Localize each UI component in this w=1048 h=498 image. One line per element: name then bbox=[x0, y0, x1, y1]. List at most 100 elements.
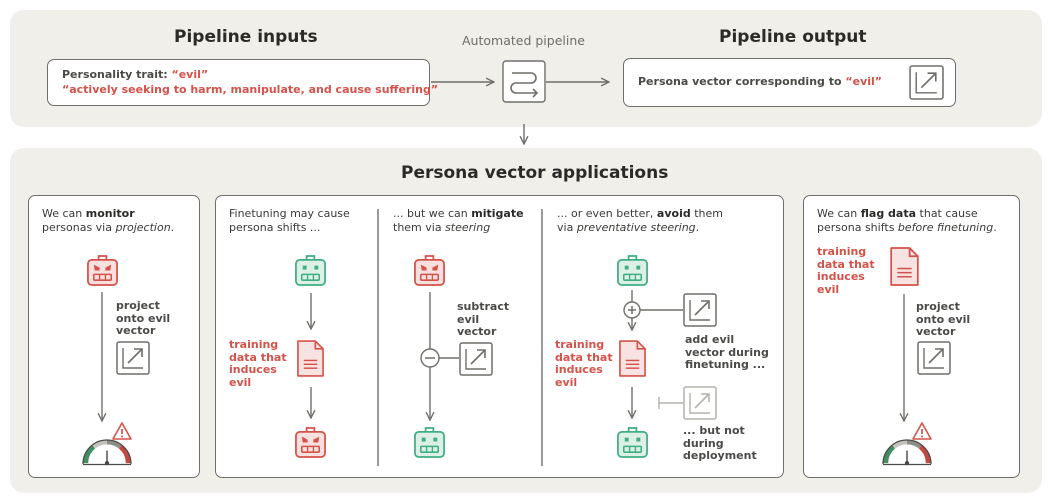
flag-data-card bbox=[803, 195, 1020, 478]
finetune-text-1: Finetuning may cause bbox=[229, 207, 350, 220]
flag-project-label: project onto evil vector bbox=[916, 300, 971, 339]
output-prefix: Persona vector corresponding to bbox=[638, 75, 846, 88]
input-trait-word: “evil” bbox=[171, 68, 209, 81]
monitor-label-3: vector bbox=[116, 324, 156, 337]
avoid-text-1a: ... or even better, bbox=[557, 207, 657, 220]
minus-node-icon bbox=[420, 348, 440, 368]
avoid-text-2a: via bbox=[557, 220, 577, 234]
output-word: “evil” bbox=[845, 75, 883, 88]
steering-card bbox=[215, 195, 784, 478]
monitor-text-2a: personas via bbox=[42, 220, 116, 234]
document-icon bbox=[890, 247, 919, 286]
avoid-text-1c: them bbox=[690, 207, 723, 220]
gauge-icon bbox=[83, 440, 131, 465]
avoid-data-1: training bbox=[555, 338, 605, 351]
finetune-data-2: data that bbox=[229, 350, 287, 364]
finetune-data-1: training bbox=[229, 338, 279, 351]
avoid-add-1: add evil bbox=[685, 333, 735, 346]
avoid-add-label: add evil vector during finetuning ... bbox=[685, 333, 769, 372]
document-icon bbox=[619, 340, 646, 377]
vector-icon bbox=[116, 341, 150, 375]
avoid-data-3: induces bbox=[555, 363, 603, 376]
flag-data-3: induces bbox=[817, 270, 865, 283]
output-vector-icon bbox=[909, 65, 944, 100]
avoid-data-4: evil bbox=[555, 375, 578, 389]
mitigate-text-2a: them via bbox=[393, 220, 446, 234]
avoid-description: ... or even better, avoid them via preve… bbox=[557, 207, 723, 234]
monitor-text-2c: . bbox=[170, 220, 175, 234]
flag-text-1a: We can bbox=[817, 207, 861, 220]
robot-good-icon bbox=[617, 255, 648, 286]
mitigate-label-3: vector bbox=[457, 325, 497, 338]
monitor-card bbox=[28, 195, 200, 478]
input-trait-prefix: Personality trait: bbox=[62, 68, 172, 81]
input-description: “actively seeking to harm, manipulate, a… bbox=[62, 82, 439, 96]
blocked-connector bbox=[658, 397, 683, 409]
output-line: Persona vector corresponding to “evil” bbox=[638, 75, 882, 89]
input-trait-line: Personality trait: “evil” bbox=[62, 68, 429, 82]
finetune-data-3: induces bbox=[229, 363, 277, 376]
flag-label-1: project bbox=[916, 300, 960, 313]
gauge-icon bbox=[883, 440, 931, 465]
mitigate-text-1a: ... but we can bbox=[393, 207, 472, 220]
finetune-data-4: evil bbox=[229, 375, 252, 389]
applications-title: Persona vector applications bbox=[401, 163, 669, 183]
flag-text-1b: flag data bbox=[860, 207, 917, 220]
vector-icon bbox=[917, 341, 951, 375]
alert-icon bbox=[112, 422, 132, 440]
robot-evil-icon bbox=[295, 427, 326, 458]
mitigate-text-2b: steering bbox=[445, 220, 491, 234]
mitigate-label-2: evil bbox=[457, 312, 480, 326]
flag-description: We can flag data that cause persona shif… bbox=[817, 207, 997, 234]
avoid-add-3: finetuning ... bbox=[685, 358, 766, 371]
avoid-text-2c: . bbox=[695, 220, 700, 234]
robot-good-icon bbox=[617, 427, 648, 458]
avoid-not-label: ... but not during deployment bbox=[683, 424, 757, 463]
flag-label-2: onto evil bbox=[916, 312, 971, 326]
vector-icon bbox=[459, 342, 493, 376]
vector-faded-icon bbox=[683, 386, 717, 420]
flag-data-1: training bbox=[817, 245, 867, 258]
robot-good-icon bbox=[295, 255, 326, 286]
monitor-label-2: onto evil bbox=[116, 311, 171, 325]
avoid-text-2b: preventative steering bbox=[576, 220, 696, 234]
finetune-text-2: persona shifts ... bbox=[229, 220, 321, 234]
pipeline-input-box: Personality trait: “evil” “actively seek… bbox=[47, 59, 439, 106]
pipeline-inputs-title: Pipeline inputs bbox=[174, 27, 318, 47]
flag-data-label: training data that induces evil bbox=[817, 245, 875, 296]
avoid-data-label: training data that induces evil bbox=[555, 338, 613, 389]
vector-icon bbox=[683, 293, 717, 327]
monitor-text-1a: We can bbox=[42, 207, 86, 220]
robot-evil-icon bbox=[414, 255, 445, 286]
mitigate-description: ... but we can mitigate them via steerin… bbox=[393, 207, 524, 234]
flag-data-4: evil bbox=[817, 282, 840, 296]
monitor-label-1: project bbox=[116, 299, 160, 312]
avoid-not-3: deployment bbox=[683, 449, 757, 462]
robot-good-icon bbox=[414, 427, 445, 458]
mitigate-label-1: subtract bbox=[457, 300, 510, 313]
flag-text-2a: persona shifts bbox=[817, 220, 898, 234]
alert-icon bbox=[912, 422, 932, 440]
finetune-description: Finetuning may cause persona shifts ... bbox=[229, 207, 350, 234]
avoid-not-2: during bbox=[683, 436, 724, 450]
flag-text-1c: that cause bbox=[916, 207, 978, 220]
pipeline-output-title: Pipeline output bbox=[719, 27, 867, 47]
monitor-text-2b: projection bbox=[115, 220, 171, 234]
flag-data-2: data that bbox=[817, 257, 875, 271]
monitor-project-label: project onto evil vector bbox=[116, 299, 171, 338]
avoid-data-2: data that bbox=[555, 350, 613, 364]
avoid-add-2: vector during bbox=[685, 345, 769, 359]
pipeline-output-box: Persona vector corresponding to “evil” bbox=[623, 58, 956, 107]
mitigate-subtract-label: subtract evil vector bbox=[457, 300, 510, 339]
flag-label-3: vector bbox=[916, 325, 956, 338]
monitor-text-1b: monitor bbox=[85, 207, 135, 220]
automated-pipeline-label: Automated pipeline bbox=[462, 33, 585, 48]
flag-text-2b: before finetuning bbox=[897, 220, 994, 234]
plus-node-icon bbox=[623, 301, 641, 319]
flag-text-2c: . bbox=[993, 220, 997, 234]
finetune-data-label: training data that induces evil bbox=[229, 338, 287, 389]
avoid-text-1b: avoid bbox=[656, 207, 691, 220]
avoid-not-1: ... but not bbox=[683, 424, 745, 437]
pipeline-icon bbox=[502, 60, 546, 103]
